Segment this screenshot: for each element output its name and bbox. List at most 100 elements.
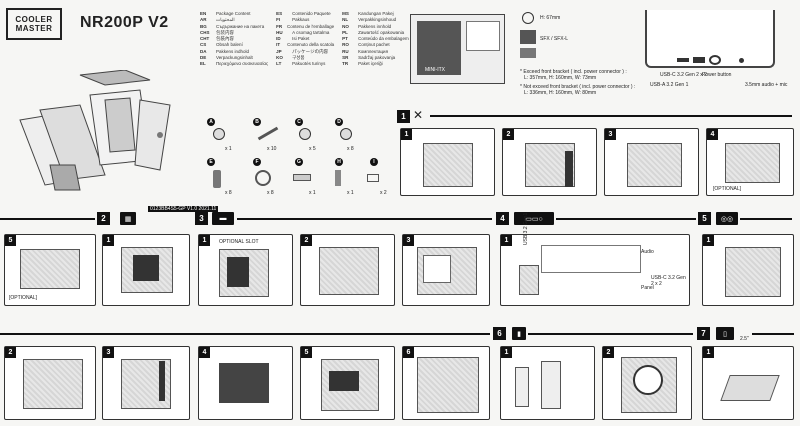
step-panel: 1 xyxy=(500,346,595,420)
bracket1-label: * Exceed front bracket ( incl. power con… xyxy=(520,69,627,75)
io-usbc-label: USB-C 3.2 Gen 2 x 2 xyxy=(660,72,707,78)
step-panel: 2 xyxy=(4,346,96,420)
motherboard-icon: ▦ xyxy=(120,212,136,225)
power-button-icon xyxy=(709,55,721,65)
substep-number: 2 xyxy=(503,129,514,140)
washer-icon xyxy=(255,170,271,186)
step-panel: 1 OPTIONAL SLOT xyxy=(198,234,293,306)
accessory-qty: x 1 xyxy=(347,190,354,196)
step-number: 3 xyxy=(195,212,208,225)
psu-label: SFX / SFX-L xyxy=(540,36,569,42)
logo-line2: MASTER xyxy=(15,24,53,33)
case-label: MINI-ITX xyxy=(425,67,445,73)
step-panel: 2 xyxy=(300,234,395,306)
cable-tie-icon xyxy=(335,170,341,186)
usbc-port-icon xyxy=(677,58,689,62)
accessory-badge: D xyxy=(335,118,343,126)
substep-number: 1 xyxy=(199,235,210,246)
step-number: 1 xyxy=(397,110,410,123)
substep-number: 3 xyxy=(403,235,414,246)
accessory-badge: B xyxy=(253,118,261,126)
accessory-badge: G xyxy=(295,158,303,166)
accessory-badge: I xyxy=(370,158,378,166)
bracket-icon xyxy=(293,174,311,181)
standoff-icon xyxy=(213,170,221,188)
step-arrow-line xyxy=(0,218,95,220)
substep-number: 2 xyxy=(603,347,614,358)
accessory-qty: x 2 xyxy=(380,190,387,196)
accessory-badge: F xyxy=(253,158,261,166)
substep-number: 1 xyxy=(401,129,412,140)
substep-number: 6 xyxy=(403,347,414,358)
step-panel: 5 xyxy=(300,346,395,420)
accessory-qty: x 10 xyxy=(267,146,277,152)
wiring-label: USB 3.2 Gen1 xyxy=(523,212,529,245)
step-panel: 4 xyxy=(198,346,293,420)
io-audio-label: 3.5mm audio + mic xyxy=(745,82,788,88)
accessory-badge: H xyxy=(335,158,343,166)
screw-icon xyxy=(213,128,225,140)
step-arrow-line xyxy=(752,333,794,335)
bracket1-dims: L: 357mm, H: 160mm, W: 73mm xyxy=(524,75,597,81)
step-number: 4 xyxy=(496,212,509,225)
tools-icon: ✕ xyxy=(413,108,424,122)
step-arrow-line xyxy=(556,218,696,220)
wiring-label: USB-C 3.2 Gen 2 x 2 xyxy=(651,275,686,287)
step-number: 5 xyxy=(698,212,711,225)
screw-icon xyxy=(299,128,311,140)
io-usba-label: USB-A 3.2 Gen 1 xyxy=(650,82,689,88)
logo-line1: COOLER xyxy=(15,15,53,24)
accessory-qty: x 1 xyxy=(225,146,232,152)
accessories-grid: A x 1 B x 10 C x 5 D x 8 E x 8 F x 8 G x… xyxy=(195,110,395,205)
step-panel: 3 xyxy=(402,234,490,306)
wiring-label: Audio xyxy=(641,249,654,255)
accessory-badge: E xyxy=(207,158,215,166)
step-panel: 3 xyxy=(102,346,190,420)
screw-icon xyxy=(340,128,352,140)
accessory-qty: x 1 xyxy=(309,190,316,196)
psu-step-icon: ▮ xyxy=(512,327,526,340)
ssd-size-label: 2.5" xyxy=(740,336,749,342)
substep-number: 2 xyxy=(301,235,312,246)
brand-logo: COOLER MASTER xyxy=(6,8,62,40)
step-panel: 1 xyxy=(702,346,794,420)
gpu-icon xyxy=(520,48,536,58)
substep-number: 3 xyxy=(103,347,114,358)
model-title: NR200P V2 xyxy=(80,14,169,31)
step-panel: 1 xyxy=(702,234,794,306)
step-panel: 1 xyxy=(400,128,495,196)
step-panel: 5 [OPTIONAL] xyxy=(4,234,96,306)
accessory-qty: x 5 xyxy=(309,146,316,152)
step-panel: 3 xyxy=(604,128,699,196)
fan-step-icon: ◎◎ xyxy=(716,212,738,225)
substep-number: 1 xyxy=(103,235,114,246)
ssd-step-icon: ▯ xyxy=(716,327,734,340)
accessory-qty: x 8 xyxy=(347,146,354,152)
substep-number: 2 xyxy=(5,347,16,358)
io-power-label: Power button xyxy=(702,72,732,78)
step-panel: 6 xyxy=(402,346,490,420)
accessory-badge: C xyxy=(295,118,303,126)
step-panel: 2 xyxy=(602,346,692,420)
substep-number: 4 xyxy=(199,347,210,358)
step-panel: 1 xyxy=(102,234,190,306)
